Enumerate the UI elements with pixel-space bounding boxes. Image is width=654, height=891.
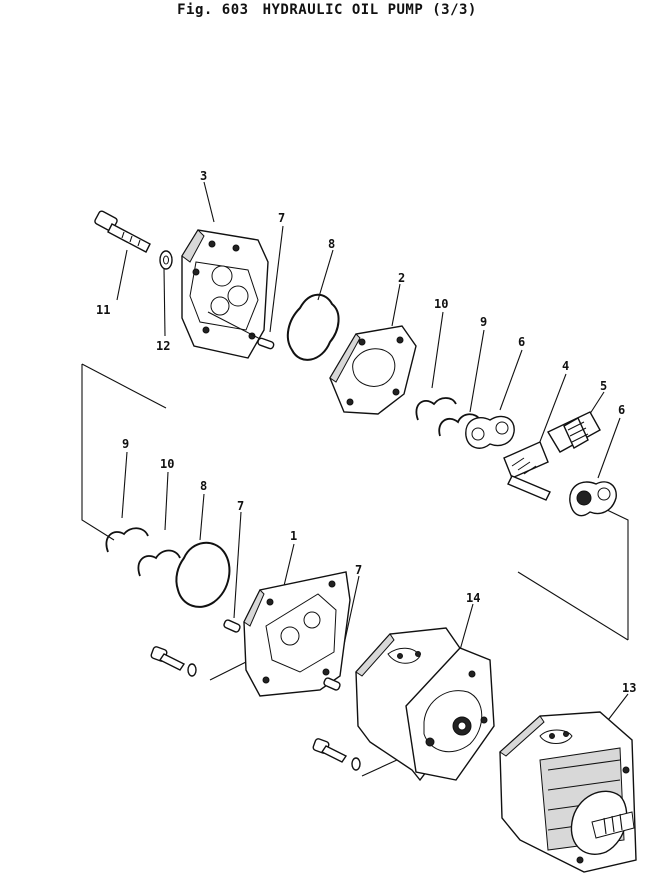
callout-7-right: 7	[355, 563, 362, 577]
callout-9-upper: 9	[480, 315, 487, 329]
callout-6-upper: 6	[518, 335, 525, 349]
part-plate-2	[329, 325, 417, 415]
part-gasket-8-upper	[286, 293, 340, 361]
part-assembly-13	[499, 711, 637, 873]
figure-number: Fig. 603	[177, 2, 249, 18]
part-gasket-8-lower	[175, 542, 231, 608]
callout-1: 1	[290, 529, 297, 543]
callout-12: 12	[156, 339, 170, 353]
part-pin-7-left	[223, 619, 241, 633]
callout-7-upper: 7	[278, 211, 285, 225]
callout-11: 11	[96, 303, 110, 317]
part-gear-5	[547, 411, 601, 453]
callout-14: 14	[466, 591, 480, 605]
callout-13: 13	[622, 681, 636, 695]
part-bolt-11	[94, 210, 151, 253]
callout-4: 4	[562, 359, 569, 373]
callout-10-lower: 10	[160, 457, 174, 471]
part-bolt-lower-right	[312, 738, 361, 771]
part-seal-9-lower	[105, 527, 149, 553]
callout-8-upper: 8	[328, 237, 335, 251]
part-washer-12	[159, 250, 173, 270]
part-cover-3	[181, 229, 269, 359]
part-bolt-lower-left	[150, 646, 197, 677]
part-plate-1	[243, 571, 351, 697]
part-body-14	[355, 627, 495, 782]
callout-5: 5	[600, 379, 607, 393]
callout-7-left: 7	[237, 499, 244, 513]
part-plate-9-6-upper	[465, 415, 515, 449]
part-bushing-6-lower	[569, 481, 617, 517]
callout-2: 2	[398, 271, 405, 285]
figure-name: HYDRAULIC OIL PUMP	[262, 2, 424, 18]
callout-10-upper: 10	[434, 297, 448, 311]
figure-title: Fig. 603 HYDRAULIC OIL PUMP (3/3)	[0, 2, 654, 18]
callout-8-lower: 8	[200, 479, 207, 493]
leader-lines	[81, 181, 629, 777]
callout-6-lower: 6	[618, 403, 625, 417]
part-seal-10-lower	[137, 549, 181, 577]
part-gear-4	[503, 441, 551, 501]
callout-9-lower: 9	[122, 437, 129, 451]
part-pin-7-right	[323, 677, 341, 691]
callout-labels: 3 7 8 11 12 2 10 9 6 4 5 6 9 10 8 7 1 7 …	[96, 169, 636, 695]
callout-3: 3	[200, 169, 207, 183]
part-pin-7-upper	[257, 337, 275, 350]
figure-sheet: (3/3)	[432, 2, 477, 18]
part-seal-10-upper	[415, 397, 481, 437]
